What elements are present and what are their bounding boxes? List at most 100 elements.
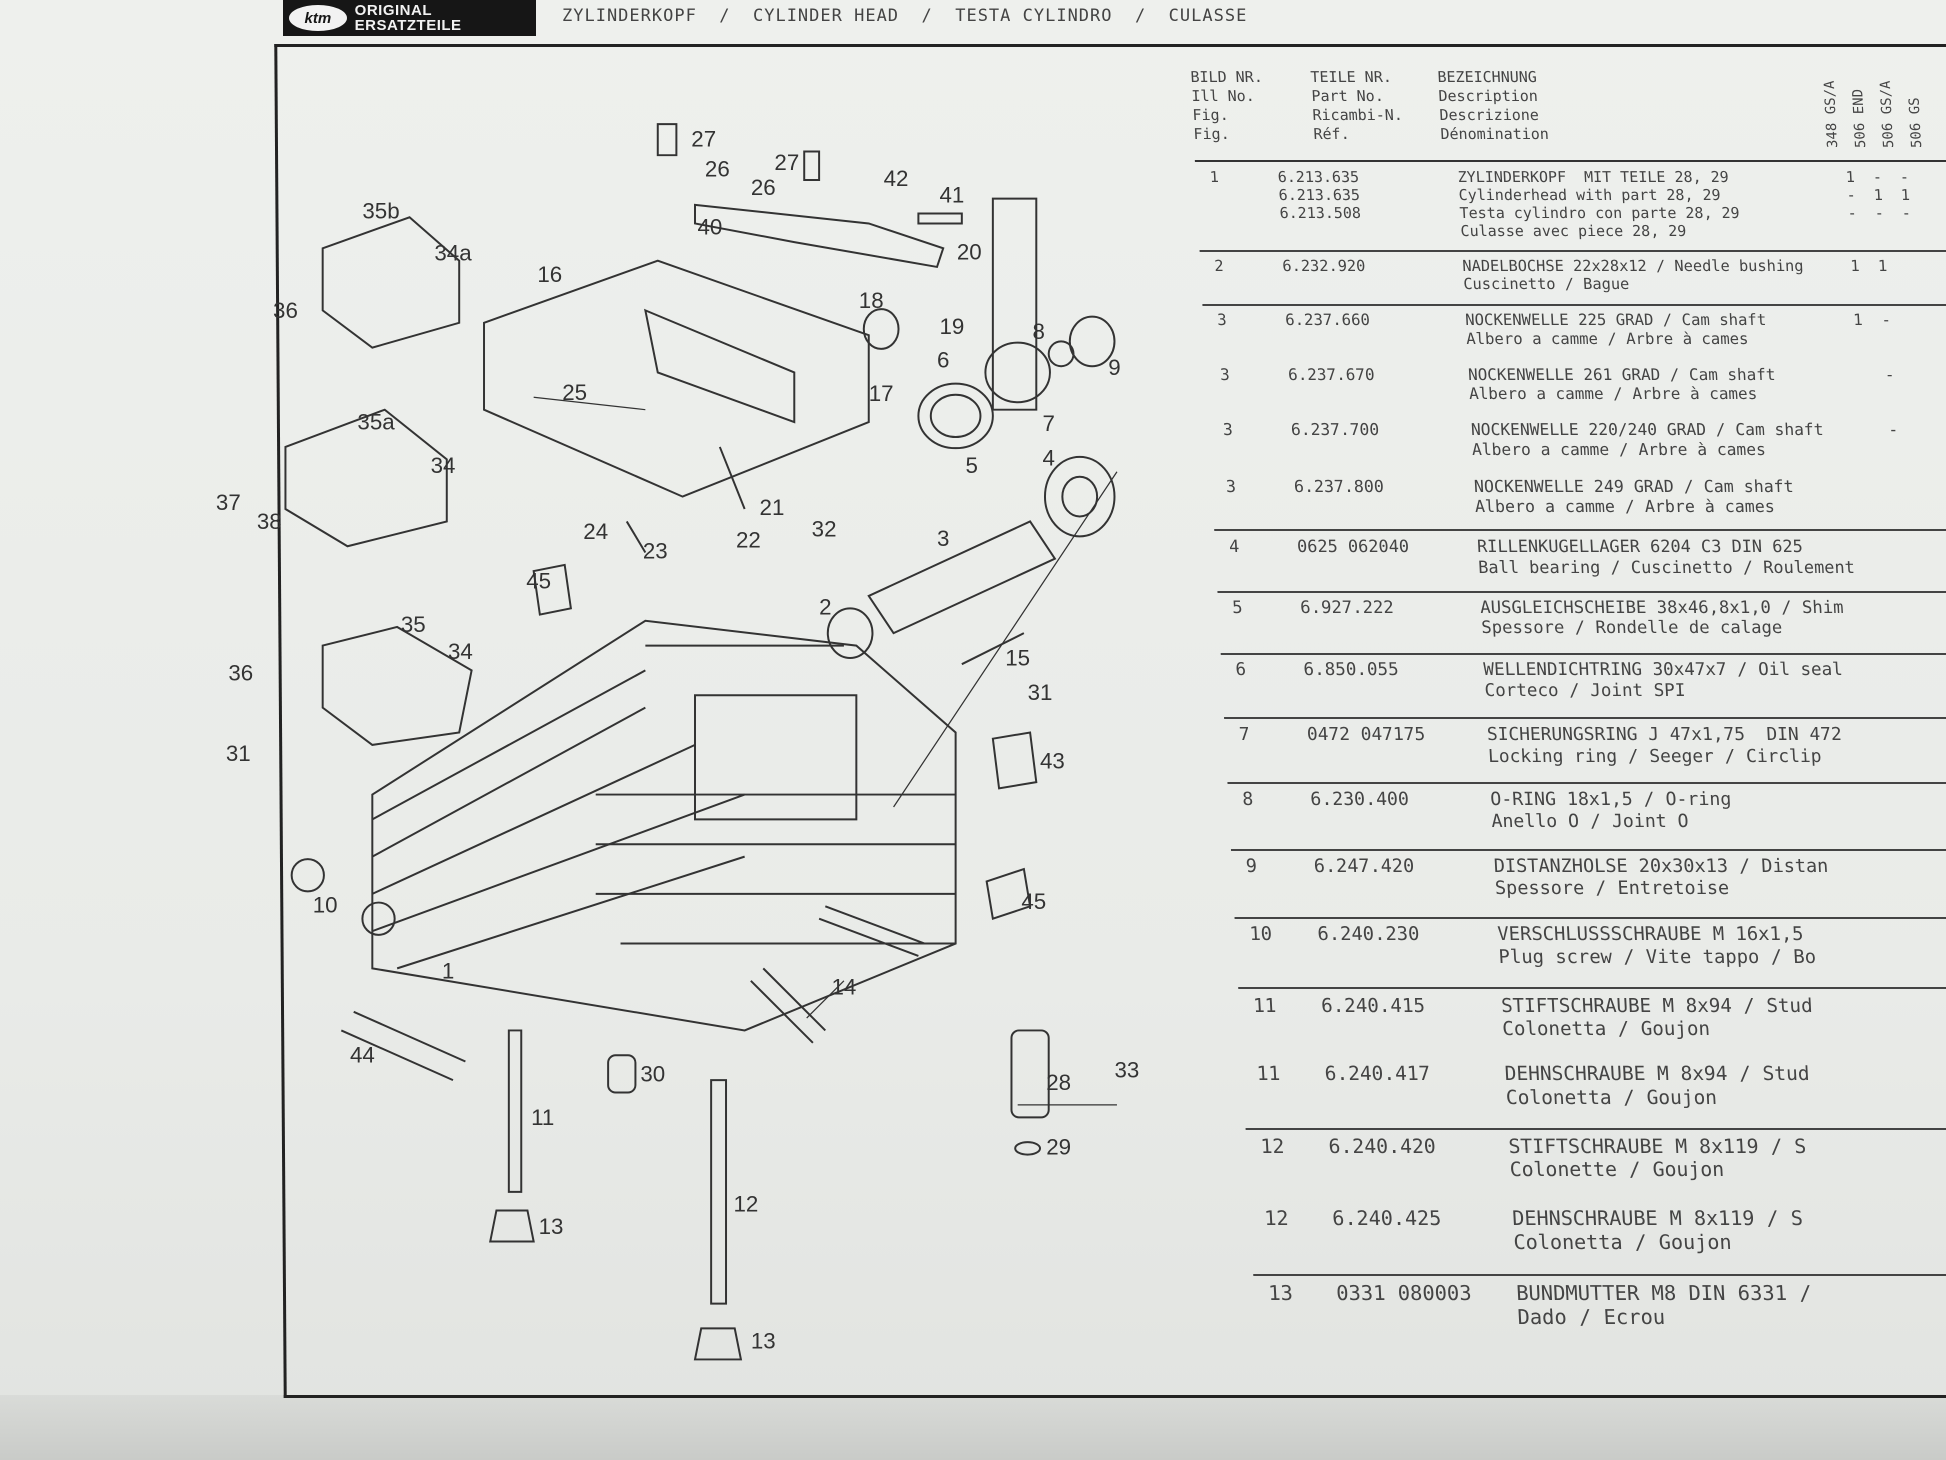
col-fig-header: BILD NR. Ill No. Fig. Fig. xyxy=(1190,68,1315,156)
description-line: AUSGLEICHSCHEIBE 38x46,8x1,0 / Shim xyxy=(1479,597,1844,618)
callout-label: 20 xyxy=(957,239,982,264)
bearing-18 xyxy=(862,308,900,350)
quantity: 1 1 xyxy=(1849,257,1888,275)
callout-label: 21 xyxy=(760,495,785,520)
part-number: 6.240.230 xyxy=(1316,924,1421,946)
ktm-logo: ktm ORIGINAL ERSATZTEILE xyxy=(283,0,536,36)
bracket-40 xyxy=(694,203,945,269)
callout-label: 34 xyxy=(448,639,473,664)
fig-number: 12 xyxy=(1263,1206,1290,1231)
description-line: STIFTSCHRAUBE M 8x119 / S xyxy=(1507,1134,1807,1158)
part-number: 0331 080003 xyxy=(1335,1280,1473,1305)
fig-number: 3 xyxy=(1225,476,1237,496)
callout-label: 27 xyxy=(691,126,716,151)
callout-label: 37 xyxy=(216,490,241,515)
callout-label: 38 xyxy=(257,509,282,534)
parts-table: BILD NR. Ill No. Fig. Fig. TEILE NR. Par… xyxy=(1190,68,1946,1350)
description-line: VERSCHLUSSSCHRAUBE M 16x1,5 xyxy=(1496,924,1805,946)
model-quantities: - xyxy=(1858,420,1899,440)
header-divider xyxy=(1194,160,1946,162)
callout-label: 9 xyxy=(1108,355,1120,380)
fig-number: 3 xyxy=(1216,310,1228,330)
model-quantities: 1 - -- 1 1- - - xyxy=(1845,168,1911,222)
description-line: ZYLINDERKOPF MIT TEILE 28, 29 xyxy=(1457,168,1730,186)
row-divider xyxy=(1217,590,1946,593)
callout-label: 16 xyxy=(537,262,562,287)
description-line: NOCKENWELLE 220/240 GRAD / Cam shaft xyxy=(1470,420,1824,440)
part-number: 0625 062040 xyxy=(1296,536,1410,557)
model-quantities: 1 1 xyxy=(1850,257,1888,275)
quantity: - xyxy=(1858,420,1899,440)
header-label: Part No. xyxy=(1310,87,1385,105)
row-divider xyxy=(1234,917,1946,920)
fig-number: 7 xyxy=(1238,724,1251,746)
header-label: Ricambi-N. xyxy=(1311,106,1404,124)
callout-label: 12 xyxy=(733,1192,758,1217)
part-number: 6.237.800 xyxy=(1293,476,1385,496)
callout-label: 33 xyxy=(1114,1058,1139,1083)
callout-label: 31 xyxy=(226,741,251,766)
header-label: BILD NR. xyxy=(1190,68,1264,86)
callout-label: 26 xyxy=(751,175,776,200)
callout-label: 36 xyxy=(228,660,253,685)
description-line: NOCKENWELLE 261 GRAD / Cam shaft xyxy=(1467,365,1776,385)
description-line: SICHERUNGSRING J 47x1,75 DIN 472 xyxy=(1486,724,1843,746)
part-numbers: 6.240.230 xyxy=(1317,924,1420,947)
fig-number: 8 xyxy=(1241,789,1254,811)
callout-label: 43 xyxy=(1040,748,1065,773)
description-line: Colonetta / Goujon xyxy=(1501,1016,1711,1040)
row-divider xyxy=(1199,250,1946,252)
description-line: RILLENKUGELLAGER 6204 C3 DIN 625 xyxy=(1476,536,1804,557)
callout-label: 28 xyxy=(1046,1070,1071,1095)
part-numbers: 6.240.420 xyxy=(1328,1135,1436,1159)
model-header: 506 GS/A xyxy=(1877,80,1898,148)
part-numbers: 6.237.800 xyxy=(1293,477,1384,497)
seal-6 xyxy=(917,382,994,450)
description-line: DEHNSCHRAUBE M 8x94 / Stud xyxy=(1504,1062,1811,1086)
valve-cover-inner xyxy=(644,308,796,424)
screws-27 xyxy=(656,123,821,182)
description-line: STIFTSCHRAUBE M 8x94 / Stud xyxy=(1500,993,1814,1017)
sleeve-45b xyxy=(985,867,1032,921)
header-label: Ill No. xyxy=(1190,87,1256,105)
block-43 xyxy=(991,731,1038,790)
valve-cover xyxy=(483,259,870,498)
callout-label: 13 xyxy=(539,1214,564,1239)
screw-41 xyxy=(917,212,963,225)
description-line: Colonette / Goujon xyxy=(1509,1158,1725,1182)
part-number: 6.213.635 xyxy=(1278,186,1361,204)
quantity: - 1 1 xyxy=(1846,186,1911,204)
pins-21-24 xyxy=(625,446,746,553)
model-quantities: 1 - xyxy=(1853,310,1892,330)
description-line: Colonetta / Goujon xyxy=(1512,1230,1733,1255)
callout-label: 31 xyxy=(1028,680,1053,705)
description-line: Albero a camme / Arbre à cames xyxy=(1468,384,1758,404)
part-numbers: 0331 080003 xyxy=(1336,1281,1473,1306)
row-divider xyxy=(1220,653,1946,656)
callout-label: 34 xyxy=(431,453,456,478)
part-number: 6.927.222 xyxy=(1299,597,1395,618)
row-divider xyxy=(1230,849,1946,852)
callout-label: 17 xyxy=(869,381,894,406)
description-line: Spessore / Entretoise xyxy=(1494,878,1730,900)
bearing-4 xyxy=(1043,455,1116,538)
sleeve-44 xyxy=(340,1010,466,1082)
cooling-fins xyxy=(371,669,745,970)
